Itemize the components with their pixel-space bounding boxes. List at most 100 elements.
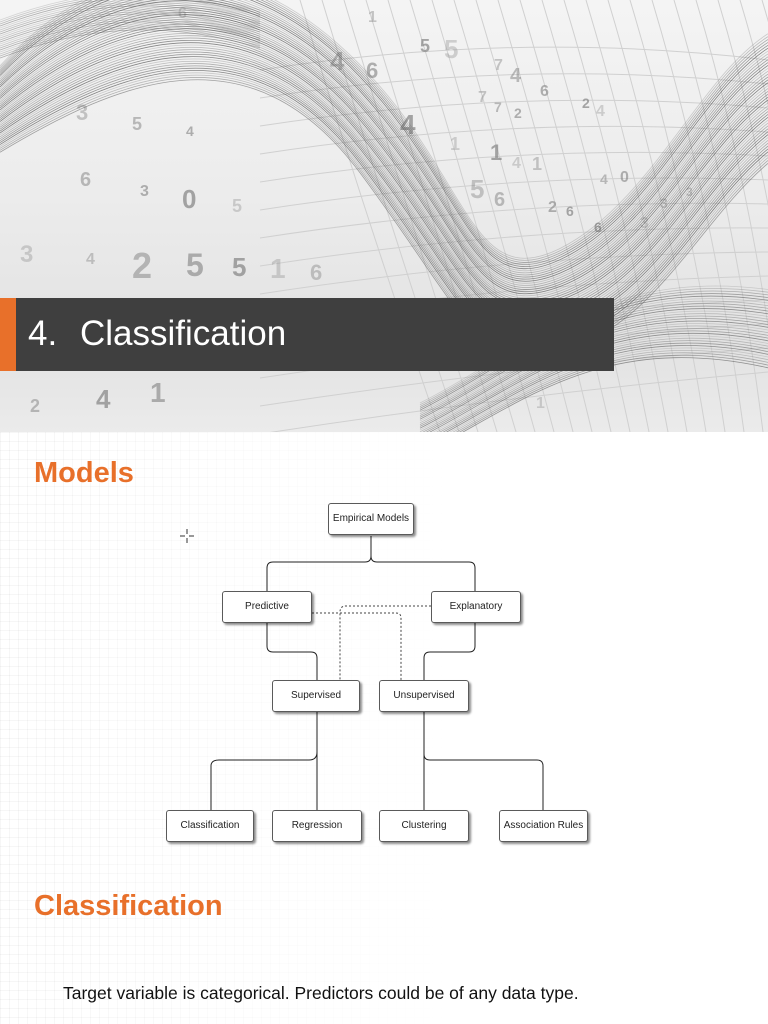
- banner-decor-digit: 5: [420, 36, 430, 56]
- banner-decor-digit: 6: [310, 260, 322, 285]
- banner-decor-digit: 4: [400, 109, 416, 140]
- banner-decor-digit: 0: [620, 169, 629, 186]
- banner-wave-strand: [0, 5, 261, 35]
- banner-decor-digit: 3: [686, 185, 693, 199]
- banner-wave-strand: [0, 0, 261, 21]
- banner-grid-line: [607, 0, 707, 432]
- banner-decor-digit: 5: [232, 196, 242, 216]
- banner-wave-strand: [0, 65, 768, 340]
- banner-decor-digit: 1: [368, 9, 377, 26]
- banner-grid-line: [541, 0, 650, 432]
- banner-decor-digit: 5: [132, 114, 142, 134]
- banner-wave-strand: [0, 49, 768, 326]
- banner-wave-strand: [0, 11, 768, 293]
- banner-wave-strand: [0, 18, 768, 299]
- banner-decor-digit: 4: [510, 65, 522, 87]
- banner-grid-line: [259, 227, 768, 267]
- banner-wave-strand: [0, 63, 768, 338]
- banner-grid-line: [673, 0, 764, 432]
- banner-decor-digit: 6: [566, 203, 574, 219]
- banner-wave-strand: [0, 70, 768, 345]
- banner-wave-strand: [0, 40, 768, 318]
- banner-decor-digit: 3: [76, 100, 88, 125]
- banner-grid-line: [519, 0, 631, 432]
- banner-wave-strand: [0, 0, 261, 27]
- banner-wave-strand: [0, 9, 768, 290]
- banner-decor-digit: 2: [514, 105, 522, 121]
- banner-wave-strand: [0, 19, 261, 49]
- banner-wave-strand: [0, 0, 261, 25]
- banner-grid-line: [259, 177, 768, 211]
- banner-grid-line: [259, 251, 768, 295]
- banner-wave-strand: [0, 58, 768, 334]
- banner-wave-strand: [0, 35, 768, 313]
- banner-wave-strand: [0, 0, 768, 268]
- section-number: 4.: [28, 314, 58, 353]
- banner-decor-digit: 7: [478, 89, 487, 106]
- banner-grid-line: [651, 0, 745, 432]
- banner-wave-strand: [0, 17, 261, 47]
- banner-wave-strand: [0, 15, 261, 45]
- section-title: Classification: [80, 314, 287, 353]
- banner-wave-strand: [0, 0, 768, 282]
- banner-wave-strand: [0, 30, 768, 309]
- banner-wave-strand: [0, 2, 768, 284]
- banner-grid-line: [269, 371, 768, 432]
- banner-decor-digit: 1: [532, 154, 542, 174]
- banner-decor-digit: 7: [494, 57, 503, 74]
- banner-wave-strand: [0, 0, 768, 278]
- banner-decor-digit: 5: [470, 174, 484, 204]
- banner-decor-digit: 6: [494, 189, 505, 211]
- banner-wave-strand: [0, 0, 768, 272]
- banner-decor-digit: 3: [660, 195, 668, 211]
- banner-decor-digit: 1: [490, 140, 502, 165]
- banner-wave-strand: [452, 350, 768, 432]
- banner-wave-strand: [0, 44, 768, 322]
- banner-wave-strand: [0, 14, 768, 295]
- banner-wave-strand: [0, 74, 768, 349]
- banner-decor-digit: 7: [494, 99, 502, 115]
- banner-wave-strand: [0, 21, 768, 301]
- section-title-bar: 4. Classification: [0, 298, 614, 371]
- banner-wave-strand: [0, 23, 261, 53]
- banner-decor-digit: 6: [540, 83, 549, 100]
- banner-wave-strand: [0, 1, 261, 31]
- banner-decor-digit: 5: [186, 247, 204, 283]
- banner-wave-strand: [0, 0, 768, 263]
- banner-wave-strand: [0, 27, 261, 57]
- banner-decor-digit: 6: [594, 219, 602, 235]
- banner-wave-strand: [0, 0, 768, 280]
- banner-grid-line: [717, 0, 768, 207]
- banner-wave-strand: [0, 0, 768, 265]
- banner-wave-strand: [0, 0, 261, 29]
- banner-decor-digit: 0: [182, 184, 196, 214]
- banner-wave-strand: [0, 4, 768, 286]
- banner-wave-strand: [0, 54, 768, 330]
- banner-wave-strand: [0, 25, 261, 55]
- banner-wave-strand: [0, 0, 768, 270]
- banner-wave-strand: [0, 29, 261, 59]
- banner-decor-digit: 2: [132, 245, 152, 286]
- banner-grid-line: [563, 0, 669, 432]
- banner-decor-digit: 1: [536, 395, 545, 412]
- banner-decor-digit: 3: [140, 183, 149, 200]
- banner-grid-line: [259, 99, 768, 127]
- crosshair-cursor-icon: [180, 529, 194, 543]
- banner-decor-digit: 5: [444, 34, 458, 64]
- banner-wave-strand: [0, 21, 261, 51]
- banner-wave-strand: [459, 354, 768, 432]
- banner-wave-strand: [462, 357, 768, 432]
- models-heading: Models: [34, 457, 134, 489]
- classification-heading: Classification: [34, 890, 223, 922]
- banner-wave-strand: [0, 56, 768, 332]
- banner-wave-strand: [0, 7, 261, 37]
- banner-wave-strand: [0, 60, 768, 336]
- banner-decor-digit: 4: [512, 155, 521, 172]
- banner-decor-digit: 1: [450, 134, 460, 154]
- banner-decor-digit: 1: [150, 377, 166, 408]
- content-grid-background: [0, 432, 768, 1024]
- banner-wave-strand: [0, 67, 768, 343]
- banner-wave-strand: [0, 37, 768, 315]
- banner-decor-digit: 5: [232, 252, 246, 282]
